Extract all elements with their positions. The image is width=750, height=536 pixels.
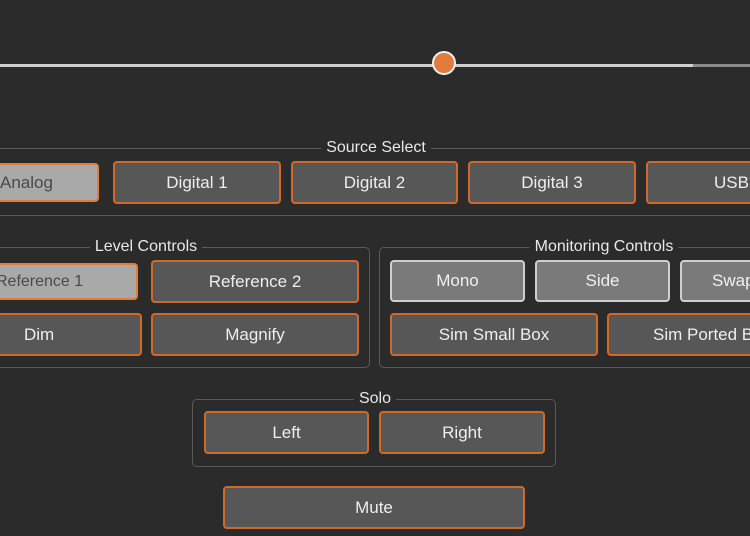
monitoring-controls-title: Monitoring Controls (529, 237, 679, 257)
solo-left-button[interactable]: Left (204, 411, 369, 454)
source-digital-3-button[interactable]: Digital 3 (468, 161, 636, 204)
mono-button[interactable]: Mono (390, 260, 525, 302)
side-button[interactable]: Side (535, 260, 670, 302)
source-digital-2-button[interactable]: Digital 2 (291, 161, 458, 204)
level-controls-title: Level Controls (89, 237, 203, 257)
sim-small-box-button[interactable]: Sim Small Box (390, 313, 598, 356)
sim-ported-box-button[interactable]: Sim Ported Box (607, 313, 750, 356)
slider-thumb[interactable] (432, 51, 456, 75)
level-controls-group: Level Controls (0, 237, 370, 368)
source-digital-1-button[interactable]: Digital 1 (113, 161, 281, 204)
reference-2-button[interactable]: Reference 2 (151, 260, 359, 303)
source-analog-button[interactable]: Analog (0, 163, 99, 202)
swap-button[interactable]: Swap (680, 260, 750, 302)
source-select-title: Source Select (321, 138, 431, 158)
slider-track-filled (0, 64, 446, 67)
source-usb-button[interactable]: USB (646, 161, 750, 204)
mute-button[interactable]: Mute (223, 486, 525, 529)
solo-group: Solo (192, 389, 556, 467)
monitoring-controls-group: Monitoring Controls (379, 237, 750, 368)
solo-title: Solo (353, 389, 397, 409)
slider-track (446, 64, 693, 67)
dim-button[interactable]: Dim (0, 313, 142, 356)
solo-right-button[interactable]: Right (379, 411, 545, 454)
magnify-button[interactable]: Magnify (151, 313, 359, 356)
slider-track-end (693, 64, 750, 67)
reference-1-button[interactable]: Reference 1 (0, 263, 138, 300)
source-select-group: Source Select (0, 138, 750, 216)
